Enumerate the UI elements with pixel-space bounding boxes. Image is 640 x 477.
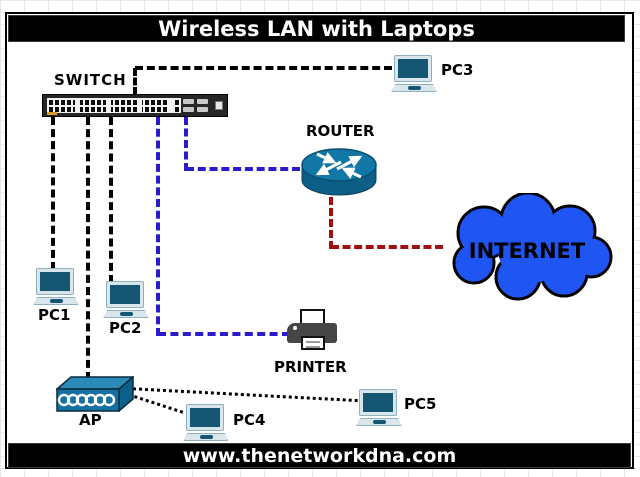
website-footer: www.thenetworkdna.com [8,443,631,468]
router-label: ROUTER [306,122,375,140]
printer-icon [287,309,339,357]
internet-label: INTERNET [468,239,586,263]
switch-console-port [215,101,223,110]
printer-label: PRINTER [274,358,347,376]
switch-label: SWITCH [54,71,127,89]
router-icon [299,144,379,200]
cable-switch-pc1 [51,117,55,270]
pc1-label: PC1 [38,306,71,324]
pc5-laptop-icon [356,389,402,426]
switch-port-panel [47,98,181,113]
pc4-label: PC4 [233,411,266,429]
ap-label: AP [79,411,102,429]
pc2-laptop-icon [103,281,149,318]
page-title: Wireless LAN with Laptops [8,15,625,42]
pc2-label: PC2 [109,319,142,337]
switch-uplink-ports [183,99,209,113]
cable-switch-printer-h [158,332,290,336]
cable-router-internet-h [331,245,443,249]
access-point-icon [54,375,136,413]
cable-switch-router-h [186,167,300,171]
pc3-laptop-icon [391,55,437,92]
cable-switch-printer-v [156,117,160,336]
cable-switch-pc3-v [133,68,137,95]
switch-status-mark [47,112,57,115]
pc5-label: PC5 [404,395,437,413]
internet-cloud-icon [436,191,614,301]
pc3-label: PC3 [441,61,474,79]
switch-icon [42,94,228,117]
pc1-laptop-icon [33,268,79,305]
cable-switch-pc3-h [135,66,392,70]
cable-switch-router-v [184,117,188,171]
cable-switch-ap [86,117,90,380]
cable-router-internet-v [329,197,333,249]
pc4-laptop-icon [183,404,229,441]
cable-switch-pc2 [109,117,113,283]
